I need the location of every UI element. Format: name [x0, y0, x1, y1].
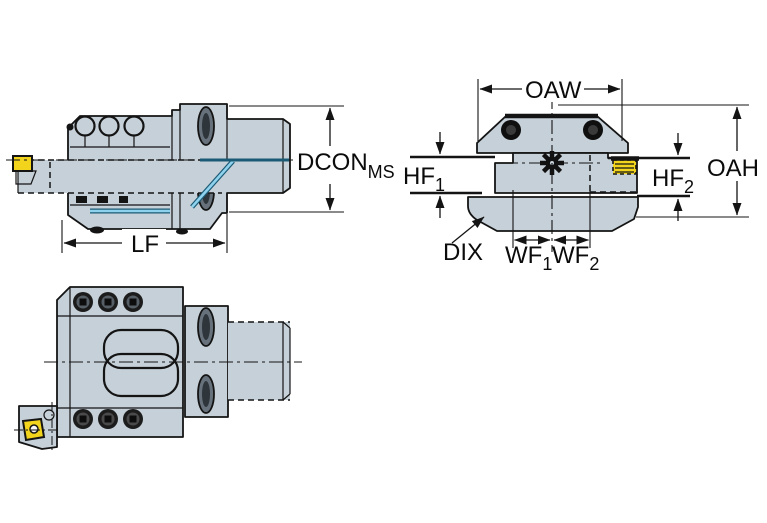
top-view-shank — [228, 321, 291, 401]
front-view — [467, 95, 639, 252]
top-view-tool-head — [14, 402, 60, 452]
top-view — [14, 286, 302, 452]
side-view-detail-lines — [70, 104, 284, 229]
dim-label-oah: OAH — [707, 155, 759, 182]
front-bottom-flange — [467, 196, 639, 232]
top-view-screws-upper — [73, 292, 143, 312]
dim-label-wf2: WF2 — [552, 242, 599, 274]
side-view — [6, 103, 300, 235]
dim-label-dcon-ms: DCONMS — [297, 149, 395, 182]
boring-bar — [18, 160, 222, 193]
insert-pocket-hidden — [589, 155, 638, 193]
front-clamp-screws — [501, 120, 603, 140]
top-view-screws-lower — [73, 409, 143, 429]
front-view-dimensions: OAW OAH HF1 HF2 DIX WF1 WF2 — [403, 75, 766, 274]
dim-label-lf: LF — [131, 231, 159, 258]
dim-label-dix: DIX — [443, 239, 483, 266]
side-view-screw-holes — [66, 115, 188, 235]
dim-label-wf1: WF1 — [505, 242, 552, 274]
dim-label-oaw: OAW — [525, 77, 582, 104]
coolant-channels — [90, 159, 235, 214]
dim-label-hf1: HF1 — [403, 163, 445, 195]
bar-pocket — [102, 328, 180, 398]
side-view-dimensions: DCONMS LF — [61, 105, 401, 258]
top-view-flange-slots — [197, 307, 215, 414]
set-screw-dot — [66, 123, 74, 131]
dim-label-hf2: HF2 — [652, 165, 694, 197]
cutting-insert-side — [12, 155, 33, 172]
